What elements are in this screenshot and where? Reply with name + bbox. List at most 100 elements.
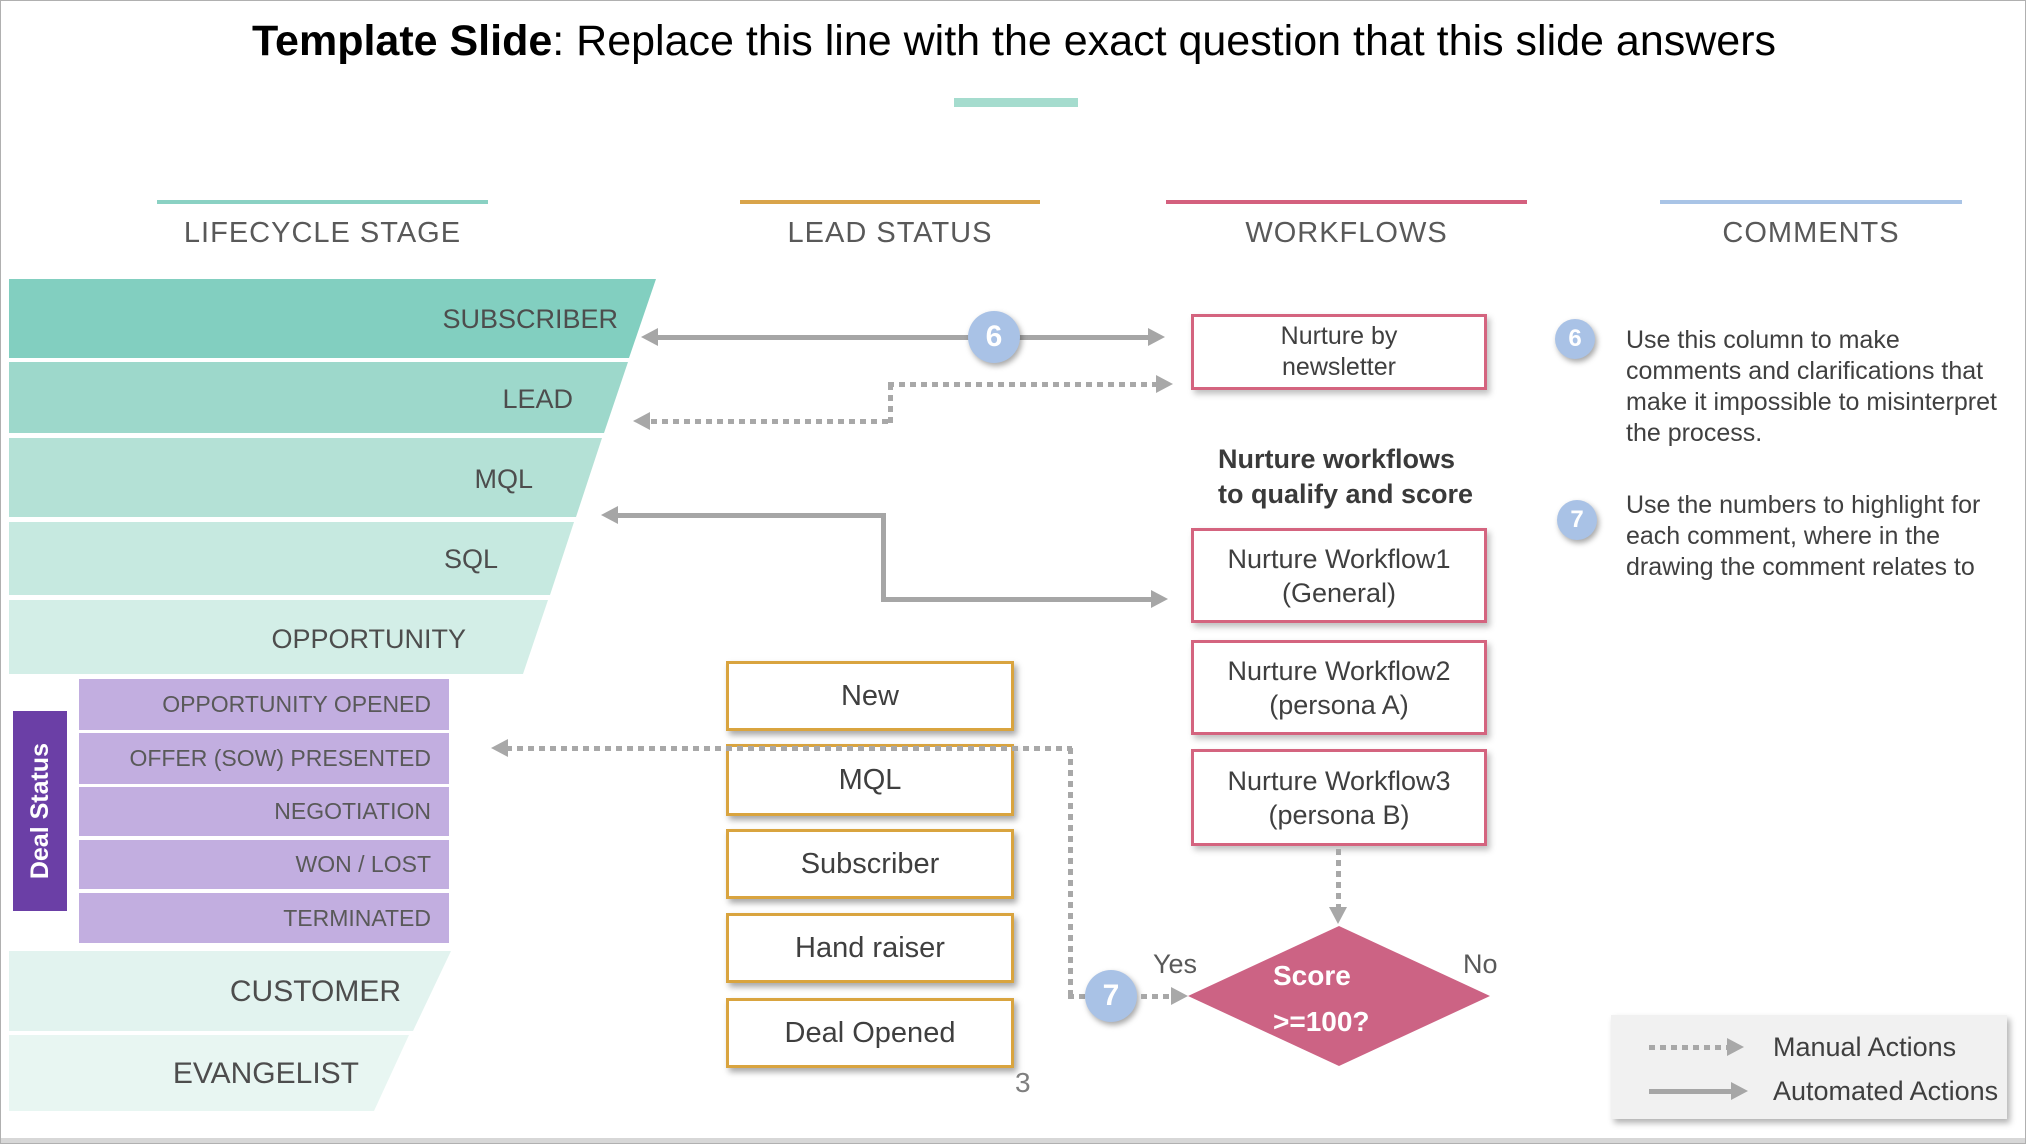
lead-status-box-new: New xyxy=(726,661,1014,731)
arrow-yes-dotted-line xyxy=(1141,994,1171,999)
page-title-bold: Template Slide xyxy=(251,17,553,65)
arrow-lead-dotted-line xyxy=(651,419,891,424)
deal-status-item-offer-presented: OFFER (SOW) PRESENTED xyxy=(79,733,449,784)
funnel-label-opportunity: OPPORTUNITY xyxy=(271,624,466,654)
arrowhead-right-icon xyxy=(1171,987,1188,1005)
badge-6-on-arrow: 6 xyxy=(968,311,1020,363)
deal-status-item-label: TERMINATED xyxy=(283,904,431,931)
decision-yes-label: Yes xyxy=(1152,949,1197,979)
arrow-lead-dotted-riser xyxy=(888,384,893,424)
deal-status-item-opportunity-opened: OPPORTUNITY OPENED xyxy=(79,679,449,730)
arrowhead-down-icon xyxy=(1329,907,1347,924)
arrowhead-left-icon xyxy=(601,506,618,524)
funnel-band-sql xyxy=(9,522,574,595)
funnel-label-sql: SQL xyxy=(443,544,498,574)
column-accent-comments xyxy=(1660,200,1962,204)
badge-7-on-arrow: 7 xyxy=(1085,970,1137,1022)
deal-status-item-terminated: TERMINATED xyxy=(79,893,449,943)
lead-status-box-label: New xyxy=(840,679,899,712)
arrowhead-left-icon xyxy=(633,412,650,430)
arrowhead-right-icon xyxy=(1148,328,1165,346)
lead-status-box-mql: MQL xyxy=(726,744,1014,816)
page-number: 3 xyxy=(1015,1067,1031,1098)
workflow-box-line: (persona A) xyxy=(1269,689,1409,720)
workflow-box-1: Nurture Workflow1 (General) xyxy=(1191,528,1487,623)
funnel-band-customer xyxy=(9,951,451,1031)
column-header-lifecycle-stage: LIFECYCLE STAGE xyxy=(183,217,462,249)
workflow-box-newsletter: Nurture by newsletter xyxy=(1191,314,1487,390)
arrowhead-right-icon xyxy=(1156,375,1173,393)
workflow-box-line: Nurture Workflow2 xyxy=(1227,655,1451,686)
legend-manual-line xyxy=(1649,1045,1727,1050)
legend-automated-line xyxy=(1649,1089,1731,1094)
workflow-box-3: Nurture Workflow3 (persona B) xyxy=(1191,749,1487,846)
lead-status-box-subscriber: Subscriber xyxy=(726,829,1014,899)
nurture-workflows-label-line: to qualify and score xyxy=(1218,479,1474,509)
arrow-opportunity-dotted-riser xyxy=(1068,748,1073,996)
column-accent-lead-status xyxy=(740,200,1040,204)
arrow-mql-line2 xyxy=(881,597,1151,602)
lead-status-box-label: Hand raiser xyxy=(795,931,945,964)
arrowhead-right-icon xyxy=(1151,590,1168,608)
deal-status-item-won-lost: WON / LOST xyxy=(79,840,449,889)
deal-status-item-negotiation: NEGOTIATION xyxy=(79,787,449,836)
funnel-label-subscriber: SUBSCRIBER xyxy=(442,304,618,334)
lead-status-box-hand-raiser: Hand raiser xyxy=(726,913,1014,983)
funnel-band-evangelist xyxy=(9,1035,409,1111)
arrow-workflow3-decision-line xyxy=(1336,849,1341,907)
arrowhead-left-icon xyxy=(641,328,658,346)
arrow-lead-dotted-line2 xyxy=(888,382,1156,387)
arrowhead-left-icon xyxy=(491,739,508,757)
workflow-box-2: Nurture Workflow2 (persona A) xyxy=(1191,640,1487,735)
legend-box xyxy=(1611,1015,2007,1119)
lead-status-box-label: MQL xyxy=(838,763,902,796)
arrow-opportunity-dotted-line2 xyxy=(1068,994,1092,999)
workflow-box-line: Nurture Workflow3 xyxy=(1227,765,1451,796)
deal-status-item-label: OFFER (SOW) PRESENTED xyxy=(129,745,431,771)
workflow-box-line: Nurture Workflow1 xyxy=(1227,543,1451,574)
comment-6-badge: 6 xyxy=(1555,319,1595,359)
lead-status-box-deal-opened: Deal Opened xyxy=(726,998,1014,1068)
bottom-strip xyxy=(1,1138,2025,1143)
comment-6-text: Use this column to make comments and cla… xyxy=(1626,326,1997,447)
legend-manual-label: Manual Actions xyxy=(1773,1032,1957,1062)
deal-status-item-label: NEGOTIATION xyxy=(274,798,431,824)
nurture-workflows-label: Nurture workflows to qualify and score xyxy=(1218,442,1473,512)
arrowhead-right-icon xyxy=(1731,1082,1748,1100)
workflow-box-line: newsletter xyxy=(1282,353,1396,381)
legend-automated-label: Automated Actions xyxy=(1773,1076,1999,1106)
nurture-workflows-label-line: Nurture workflows xyxy=(1218,444,1456,474)
comment-7-text: Use the numbers to highlight for each co… xyxy=(1626,491,1981,581)
workflow-box-line: Nurture by xyxy=(1280,322,1398,350)
funnel-label-mql: MQL xyxy=(474,464,533,494)
workflow-box-line: (General) xyxy=(1281,577,1397,608)
deal-status-bar: Deal Status xyxy=(13,711,67,911)
decision-line: Score xyxy=(1273,960,1351,991)
arrow-opportunity-dotted-line xyxy=(506,746,1072,751)
page-title: Template Slide: Replace this line with t… xyxy=(1,17,2025,66)
lead-status-box-label: Subscriber xyxy=(800,847,940,880)
funnel-label-customer: CUSTOMER xyxy=(229,975,401,1008)
arrow-mql-riser xyxy=(881,513,886,601)
deal-status-bar-label: Deal Status xyxy=(25,742,54,880)
lead-status-box-label: Deal Opened xyxy=(784,1016,956,1049)
arrowhead-right-icon xyxy=(1727,1038,1744,1056)
title-underline xyxy=(954,98,1078,107)
arrow-subscriber-newsletter-line xyxy=(656,335,1148,340)
comment-7-badge: 7 xyxy=(1557,500,1597,540)
funnel-band-subscriber xyxy=(9,279,656,358)
funnel-band-opportunity xyxy=(9,600,548,674)
column-header-comments: COMMENTS xyxy=(1722,217,1900,249)
column-header-workflows: WORKFLOWS xyxy=(1245,217,1448,249)
column-header-lead-status: LEAD STATUS xyxy=(787,217,993,249)
arrow-mql-line xyxy=(616,513,886,518)
deal-status-item-label: OPPORTUNITY OPENED xyxy=(162,691,431,717)
decision-no-label: No xyxy=(1463,949,1498,979)
funnel-label-lead: LEAD xyxy=(502,384,573,414)
decision-diamond-text: Score >=100? xyxy=(1273,953,1370,1045)
funnel-label-evangelist: EVANGELIST xyxy=(172,1057,359,1090)
page-title-rest: : Replace this line with the exact quest… xyxy=(552,17,1777,65)
decision-line: >=100? xyxy=(1273,1006,1370,1037)
deal-status-item-label: WON / LOST xyxy=(295,851,431,877)
funnel-band-lead xyxy=(9,362,628,433)
